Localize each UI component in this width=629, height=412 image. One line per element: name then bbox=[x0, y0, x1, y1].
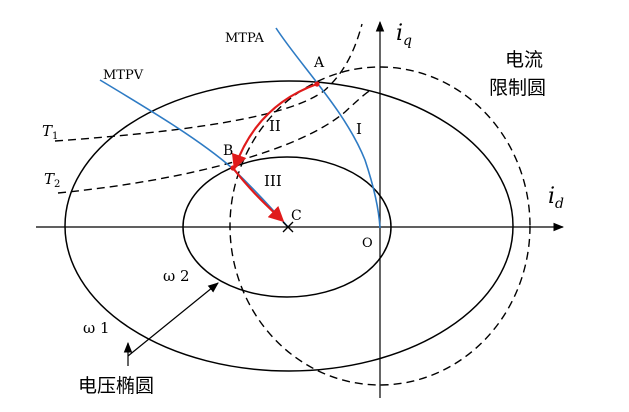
id-axis-label: id bbox=[548, 184, 564, 212]
current-limit-circle bbox=[229, 66, 531, 386]
mtpv-label: MTPV bbox=[103, 68, 144, 83]
omega2-pointer-arrow bbox=[127, 282, 219, 357]
iq-axis-label: iq bbox=[396, 21, 412, 49]
point-b-label: B bbox=[223, 143, 233, 159]
mtpv-curve bbox=[99, 79, 289, 228]
torque-t2-label: T2 bbox=[44, 170, 60, 190]
trajectory-a-to-b bbox=[231, 82, 318, 170]
region-1-label: I bbox=[356, 120, 362, 138]
voltage-ellipse-omega2 bbox=[182, 156, 392, 298]
point-a-label: A bbox=[313, 55, 325, 71]
omega2-label: ω 2 bbox=[163, 267, 190, 285]
current-limit-label-line1: 电流 bbox=[505, 49, 543, 71]
current-limit-label-line2: 限制圆 bbox=[489, 77, 546, 99]
origin-label: O bbox=[362, 236, 373, 251]
torque-t1-label: T1 bbox=[42, 122, 58, 142]
point-a-marker bbox=[314, 81, 320, 87]
mtpa-curve bbox=[275, 27, 381, 229]
point-c-label: C bbox=[291, 208, 302, 224]
voltage-ellipse-label: 电压椭圆 bbox=[78, 375, 154, 397]
torque-curve-t1 bbox=[54, 23, 363, 142]
mtpa-label: MTPA bbox=[225, 31, 265, 46]
region-3-label: III bbox=[264, 172, 282, 190]
voltage-ellipse-omega1 bbox=[64, 80, 514, 372]
point-c-marker bbox=[282, 221, 294, 233]
torque-curve-t2 bbox=[57, 89, 372, 194]
region-2-label: II bbox=[269, 117, 281, 135]
omega1-label: ω 1 bbox=[83, 319, 110, 337]
trajectory-b-to-c bbox=[232, 167, 285, 223]
point-b-marker bbox=[230, 165, 236, 171]
